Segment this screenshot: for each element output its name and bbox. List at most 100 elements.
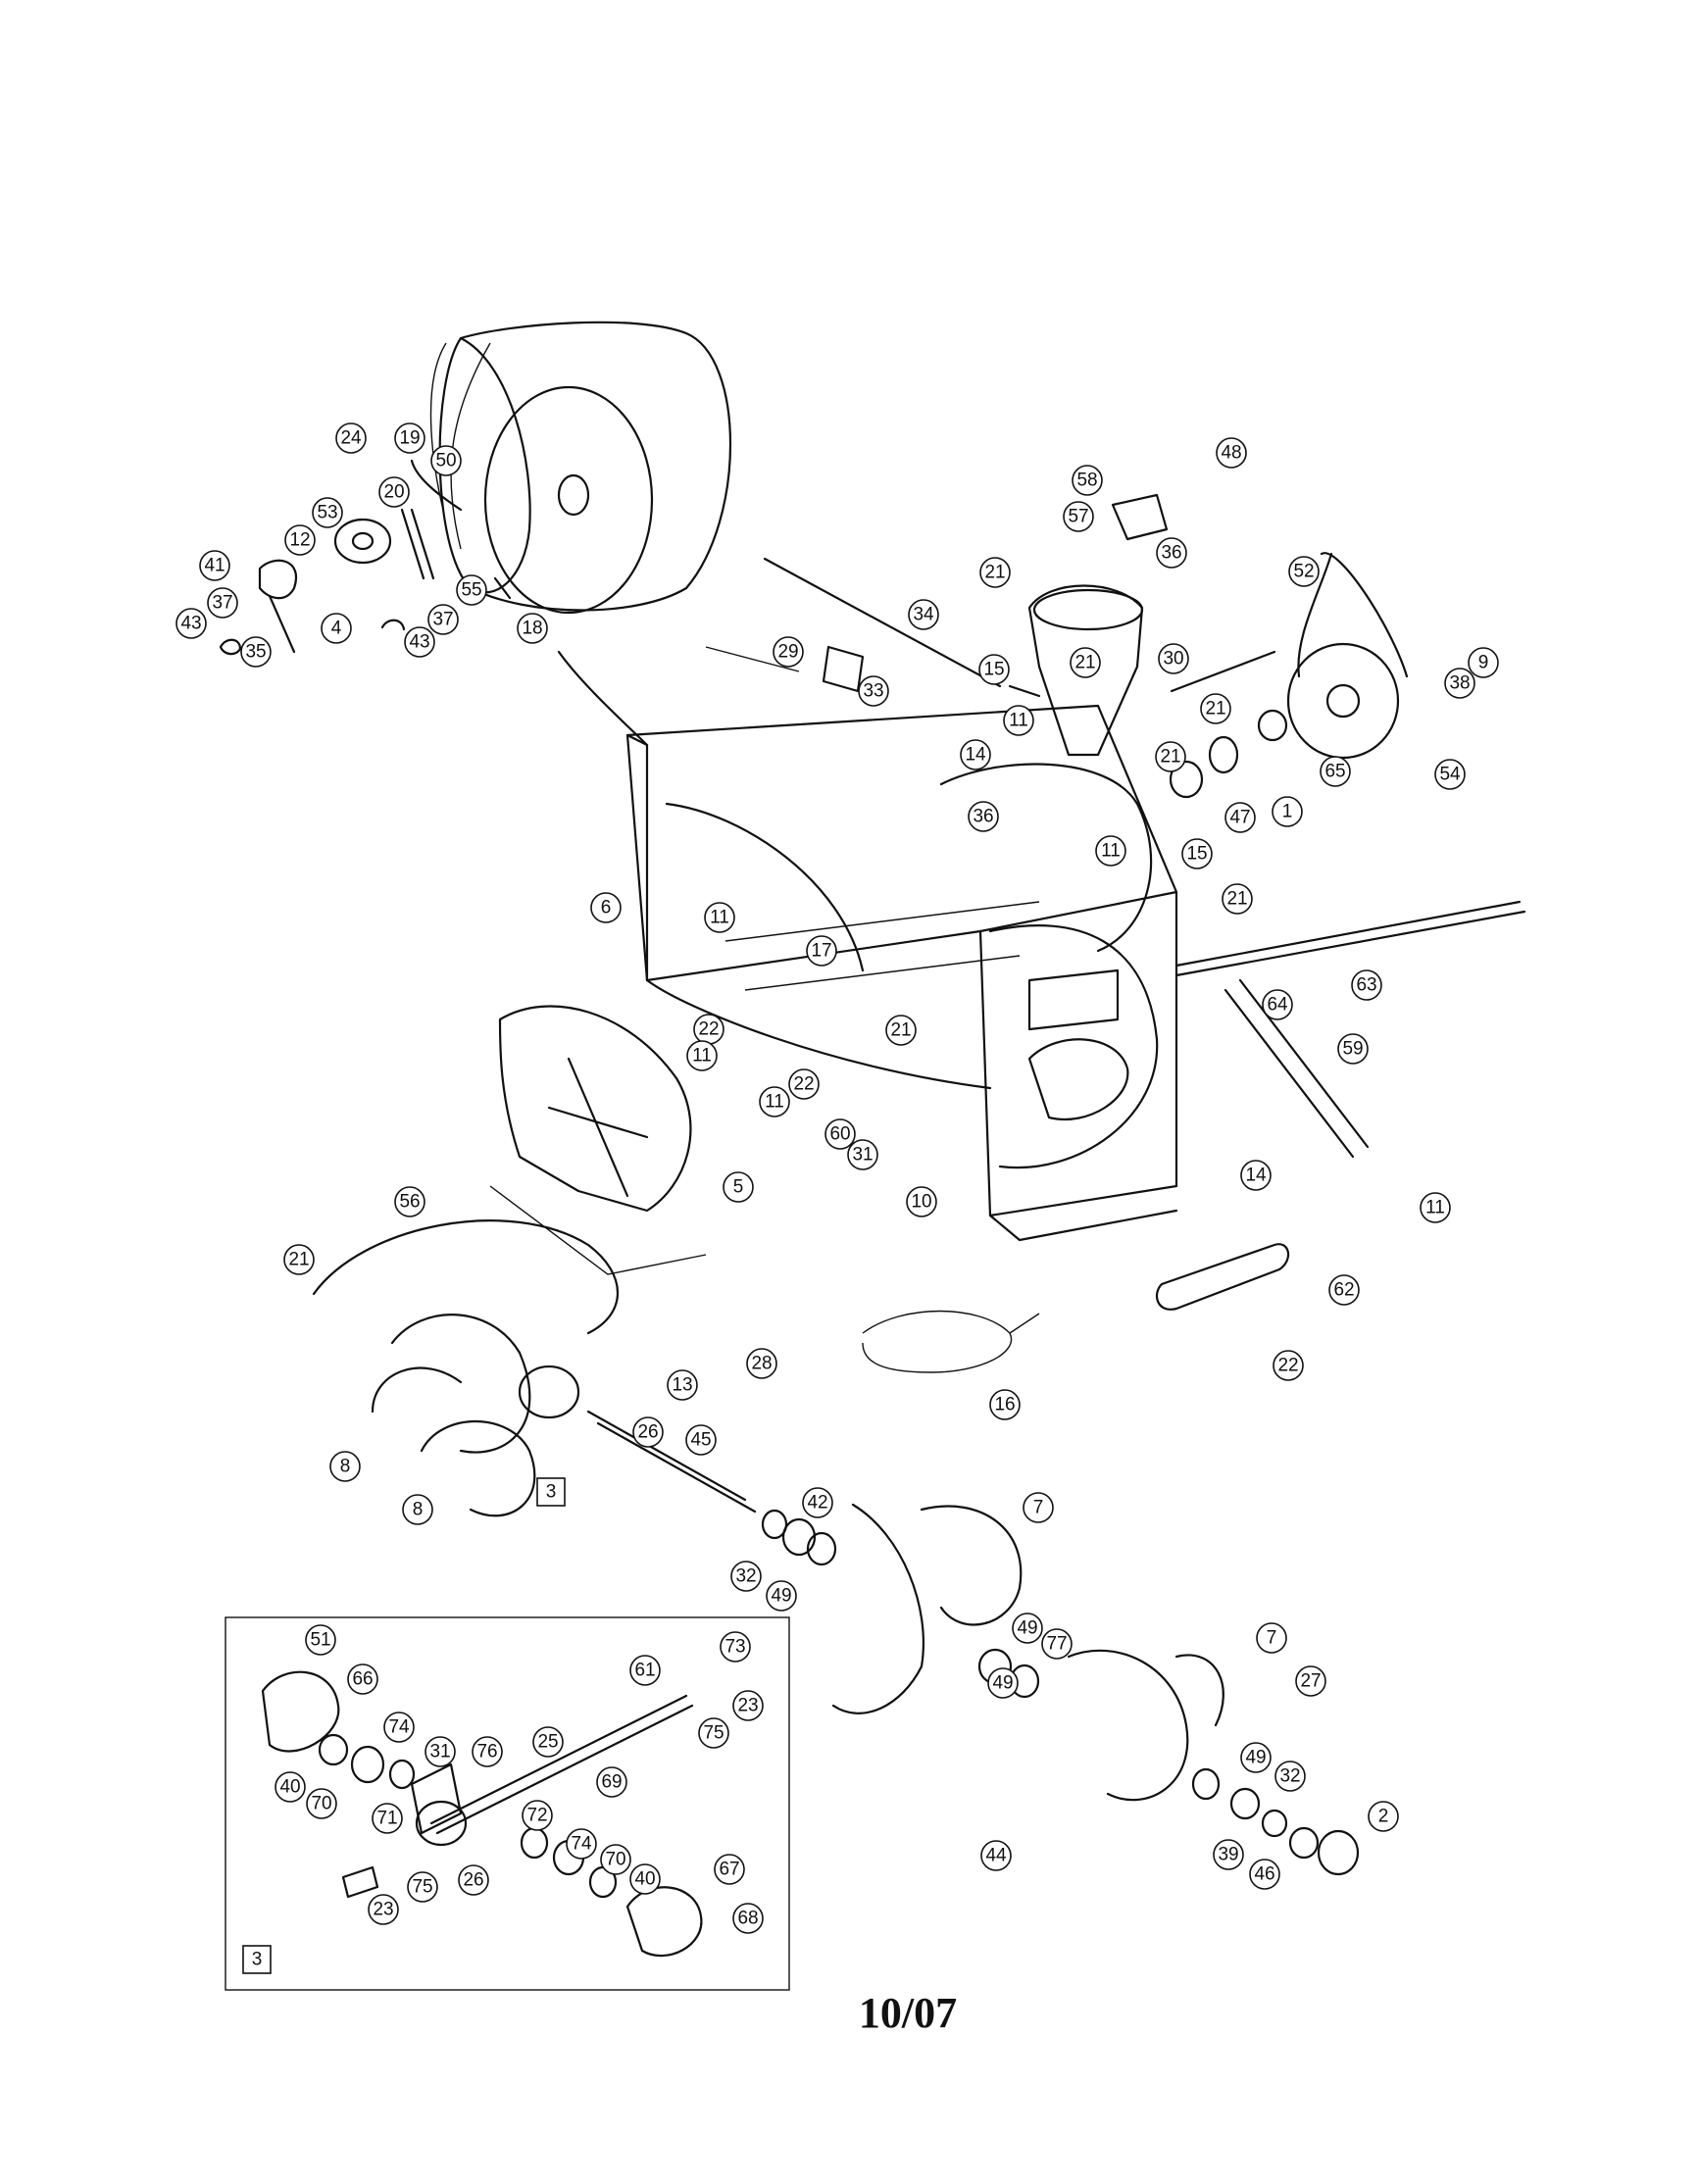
callout-4: 4: [321, 613, 352, 644]
callout-36b: 36: [968, 801, 999, 832]
callout-22b: 22: [788, 1068, 820, 1100]
callout-21d: 21: [1155, 741, 1186, 772]
inset-callout-51: 51: [305, 1624, 336, 1656]
left-side-clutch-parts: [219, 459, 512, 656]
callout-34: 34: [908, 599, 939, 630]
svg-text:2: 2: [1378, 1807, 1389, 1827]
auger-housing: [557, 650, 1178, 1242]
svg-text:24: 24: [340, 428, 362, 449]
svg-text:18: 18: [522, 619, 542, 639]
svg-text:62: 62: [1333, 1280, 1354, 1301]
svg-text:68: 68: [737, 1909, 758, 1929]
svg-text:16: 16: [994, 1395, 1015, 1415]
callout-42: 42: [802, 1487, 833, 1518]
svg-text:49: 49: [1245, 1748, 1266, 1768]
svg-text:50: 50: [435, 451, 456, 472]
callout-57: 57: [1063, 501, 1094, 532]
svg-text:14: 14: [965, 745, 986, 766]
callout-15b: 15: [1181, 838, 1213, 869]
svg-text:73: 73: [724, 1637, 745, 1658]
svg-text:41: 41: [204, 556, 225, 576]
inset-callout-61: 61: [629, 1655, 661, 1686]
callout-65: 65: [1320, 756, 1351, 787]
svg-text:17: 17: [811, 941, 831, 962]
svg-text:71: 71: [376, 1809, 397, 1829]
svg-text:70: 70: [311, 1794, 331, 1814]
svg-text:65: 65: [1324, 762, 1345, 782]
inset-callout-70: 70: [306, 1788, 337, 1819]
inset-callout-73: 73: [720, 1631, 751, 1663]
callout-35: 35: [240, 636, 272, 668]
callout-18: 18: [517, 613, 548, 644]
svg-text:26: 26: [463, 1870, 483, 1891]
svg-text:20: 20: [383, 482, 404, 503]
callout-30: 30: [1158, 643, 1189, 674]
svg-text:37: 37: [212, 593, 232, 614]
impeller: [489, 1005, 707, 1275]
svg-text:75: 75: [412, 1877, 432, 1898]
svg-text:67: 67: [719, 1860, 739, 1880]
svg-text:6: 6: [601, 898, 612, 918]
svg-text:40: 40: [279, 1777, 300, 1798]
callout-21b: 21: [1070, 647, 1101, 678]
callout-21g: 21: [283, 1244, 315, 1275]
svg-text:72: 72: [526, 1806, 547, 1826]
inset-callout-67: 67: [714, 1854, 745, 1885]
callout-11b: 11: [1095, 835, 1126, 867]
callout-26: 26: [632, 1416, 664, 1448]
callout-11: 11: [1003, 705, 1034, 736]
skid-shoe-and-cable: [862, 1243, 1290, 1373]
inset-callout-68: 68: [732, 1903, 764, 1934]
callout-8b: 8: [402, 1494, 433, 1525]
svg-text:21: 21: [1074, 653, 1095, 673]
svg-text:11: 11: [710, 908, 729, 928]
callout-21f: 21: [885, 1015, 917, 1046]
callout-5: 5: [723, 1171, 754, 1203]
svg-text:15: 15: [983, 660, 1004, 680]
svg-text:11: 11: [765, 1092, 784, 1113]
svg-text:11: 11: [1009, 711, 1028, 731]
svg-text:22: 22: [698, 1019, 719, 1040]
callout-22: 22: [693, 1014, 724, 1045]
svg-text:21: 21: [1205, 699, 1225, 720]
inset-callout-75: 75: [698, 1717, 729, 1749]
svg-text:11: 11: [1101, 841, 1121, 862]
svg-text:4: 4: [331, 619, 342, 639]
svg-text:33: 33: [863, 681, 883, 702]
callout-1: 1: [1272, 796, 1303, 827]
svg-text:31: 31: [852, 1145, 873, 1166]
svg-text:42: 42: [807, 1493, 827, 1514]
svg-text:25: 25: [537, 1732, 558, 1753]
callout-9: 9: [1468, 647, 1499, 678]
callout-10: 10: [906, 1186, 937, 1217]
callout-37: 37: [207, 587, 238, 619]
callout-63: 63: [1351, 969, 1382, 1001]
callout-31: 31: [847, 1139, 878, 1170]
svg-text:59: 59: [1342, 1039, 1363, 1060]
callout-77: 77: [1041, 1628, 1073, 1660]
svg-text:58: 58: [1076, 471, 1097, 491]
svg-text:38: 38: [1449, 673, 1470, 694]
svg-text:3: 3: [546, 1482, 557, 1503]
callout-64: 64: [1262, 989, 1293, 1020]
callout-11c: 11: [704, 902, 735, 933]
svg-text:5: 5: [733, 1177, 744, 1198]
drive-rods: [1170, 650, 1526, 1159]
callout-49d: 49: [1240, 1742, 1272, 1773]
inset-callout-76: 76: [472, 1736, 503, 1767]
svg-text:7: 7: [1267, 1628, 1277, 1649]
inset-label-3: 3: [242, 1945, 272, 1974]
svg-text:36: 36: [1161, 543, 1181, 564]
svg-text:51: 51: [310, 1630, 330, 1651]
svg-text:14: 14: [1245, 1166, 1267, 1186]
svg-text:40: 40: [634, 1869, 655, 1890]
inset-callout-25: 25: [532, 1726, 564, 1758]
svg-text:10: 10: [911, 1192, 931, 1213]
callout-59: 59: [1337, 1033, 1369, 1065]
callout-6: 6: [590, 892, 622, 923]
wheel-assembly: [429, 321, 732, 615]
callout-27: 27: [1295, 1665, 1326, 1697]
callout-50: 50: [430, 445, 462, 476]
svg-text:63: 63: [1356, 975, 1376, 996]
